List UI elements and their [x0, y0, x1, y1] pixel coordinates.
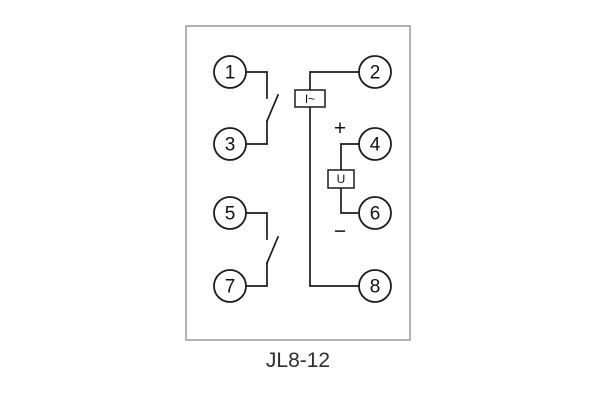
terminal-8: 8	[358, 269, 392, 303]
wire-terminal-4	[340, 143, 360, 171]
terminal-8-circle	[358, 269, 392, 303]
diagram-caption: JL8-12	[266, 349, 330, 372]
terminal-1: 1	[213, 55, 247, 89]
wire-terminal-6	[340, 187, 360, 214]
terminal-6-circle	[358, 196, 392, 230]
terminal-2: 2	[358, 55, 392, 89]
terminal-2-label: 2	[370, 62, 381, 83]
minus-sign: −	[334, 220, 346, 243]
terminal-2-circle	[358, 55, 392, 89]
terminal-3-label: 3	[225, 134, 236, 155]
plus-sign: +	[334, 117, 346, 140]
contact-1-3-switch	[265, 93, 280, 123]
terminal-6: 6	[358, 196, 392, 230]
wire-terminal-7	[245, 262, 268, 287]
terminal-3-circle	[213, 127, 247, 161]
terminal-6-label: 6	[370, 203, 381, 224]
wire-terminal-3	[245, 120, 268, 145]
voltage-coil-label: U	[337, 172, 346, 186]
diagram-border	[185, 25, 411, 341]
wire-terminal-5	[245, 212, 268, 240]
terminal-4-label: 4	[370, 134, 381, 155]
terminal-7-circle	[213, 269, 247, 303]
contact-5-7-switch	[265, 235, 280, 265]
current-coil-label: I~	[305, 92, 315, 106]
wire-terminal-8	[309, 106, 360, 287]
wire-terminal-2	[309, 71, 360, 91]
terminal-5-circle	[213, 196, 247, 230]
terminal-7-label: 7	[225, 276, 236, 297]
terminal-1-label: 1	[225, 62, 236, 83]
terminal-5-label: 5	[225, 203, 236, 224]
wire-terminal-1	[245, 71, 268, 99]
terminal-7: 7	[213, 269, 247, 303]
terminal-3: 3	[213, 127, 247, 161]
terminal-1-circle	[213, 55, 247, 89]
terminal-4-circle	[358, 127, 392, 161]
terminal-8-label: 8	[370, 276, 381, 297]
voltage-coil-box	[327, 169, 355, 189]
current-coil-box	[294, 89, 326, 108]
terminal-4: 4	[358, 127, 392, 161]
terminal-5: 5	[213, 196, 247, 230]
